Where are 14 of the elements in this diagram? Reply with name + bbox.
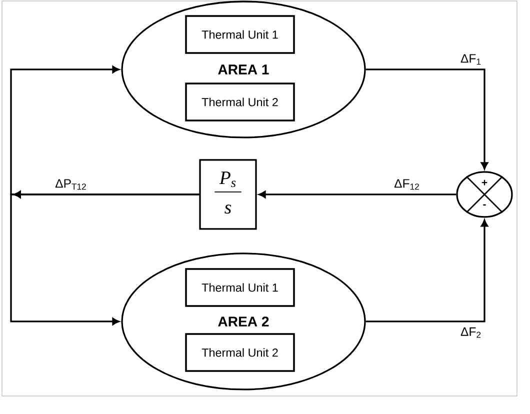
transfer-function-block: P$_{s}$ s xyxy=(199,159,257,230)
edge-label: ΔF$_{12}$ xyxy=(392,178,422,191)
edge-label: ΔF$_{2}$ xyxy=(459,326,483,339)
arrow xyxy=(366,68,488,170)
arrow xyxy=(366,220,488,322)
edge-label: ΔF$_{1}$ xyxy=(459,53,483,66)
arrow xyxy=(258,190,456,198)
arrow xyxy=(10,190,200,326)
summing-junction: + - xyxy=(456,171,513,218)
unit-box: Thermal Unit 2 xyxy=(185,82,295,122)
unit-box: Thermal Unit 1 xyxy=(185,15,295,54)
unit-box: Thermal Unit 2 xyxy=(185,333,295,372)
edge-label: ΔP$_{T12}$ xyxy=(54,178,88,191)
unit-box: Thermal Unit 1 xyxy=(185,268,295,307)
